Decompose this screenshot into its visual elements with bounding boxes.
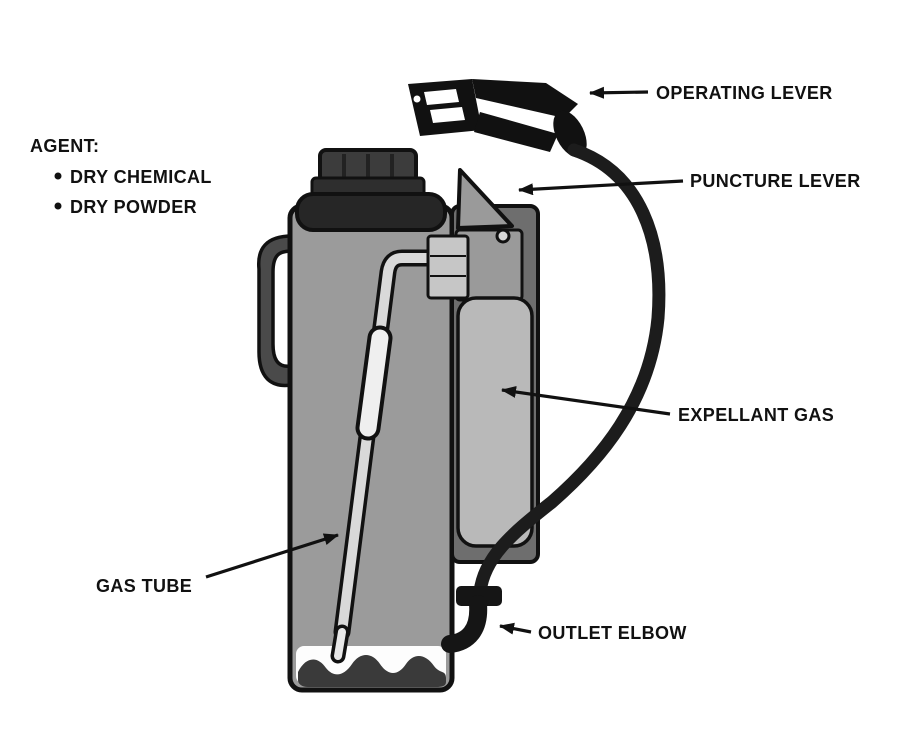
agent-heading: AGENT: (30, 136, 99, 156)
agent-fill-wave (298, 655, 446, 687)
operating-lever (408, 79, 587, 158)
agent-list: AGENT: DRY CHEMICAL DRY POWDER (30, 136, 212, 217)
agent-item: DRY POWDER (70, 197, 197, 217)
arrow-operating-lever (589, 86, 649, 99)
fire-extinguisher-illustration (257, 79, 666, 693)
label-operating-lever: OPERATING LEVER (656, 83, 833, 103)
gas-tube-tip (334, 628, 346, 660)
gas-tube-connector (426, 234, 470, 300)
callout-labels: OPERATING LEVER PUNCTURE LEVER EXPELLANT… (96, 83, 861, 643)
label-outlet-elbow: OUTLET ELBOW (538, 623, 687, 643)
arrow-expellant-gas (501, 386, 671, 416)
agent-item: DRY CHEMICAL (70, 167, 212, 187)
operating-lever-bottom-bar (474, 112, 558, 152)
operating-lever-top-bar (472, 79, 578, 118)
operating-lever-slot (430, 107, 465, 123)
operating-lever-slot (424, 89, 459, 105)
arrow-gas-tube (205, 533, 339, 579)
arrow-puncture-lever (518, 179, 684, 196)
puncture-lever (456, 168, 514, 230)
mechanism-bolt (495, 228, 511, 244)
label-expellant-gas: EXPELLANT GAS (678, 405, 834, 425)
expellant-gas-cartridge (456, 296, 534, 548)
outlet-elbow-bend (441, 595, 488, 653)
gas-tube-sleeve (359, 329, 389, 437)
arrow-outlet-elbow (499, 622, 532, 635)
operating-lever-plate (408, 79, 482, 136)
operating-lever-hole (413, 95, 421, 103)
bullet-icon (54, 172, 62, 180)
callout-arrows (205, 86, 684, 635)
label-puncture-lever: PUNCTURE LEVER (690, 171, 861, 191)
bullet-icon (54, 202, 62, 210)
tank-shoulder (295, 192, 447, 232)
gas-tube-inner (337, 253, 437, 637)
carry-handle (257, 234, 294, 388)
gas-tube (330, 249, 441, 664)
outlet-elbow (441, 586, 502, 653)
label-gas-tube: GAS TUBE (96, 576, 192, 596)
